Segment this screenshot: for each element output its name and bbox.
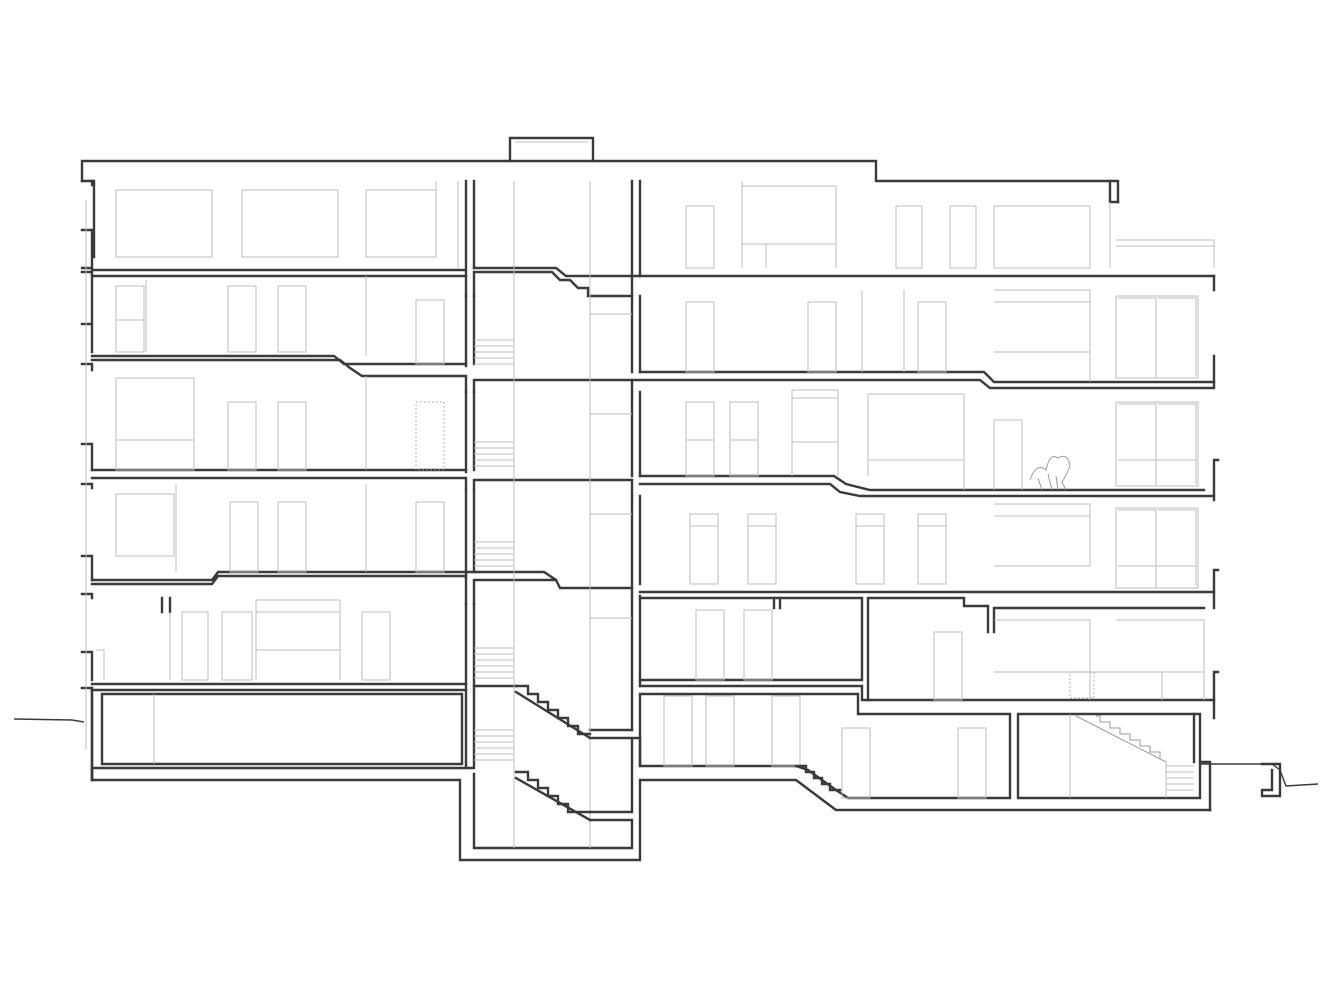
ground-line <box>13 718 1319 787</box>
stair-core <box>90 179 1212 862</box>
roof <box>80 136 1120 204</box>
floor-slabs <box>90 266 1216 702</box>
elevation-details <box>85 181 1215 799</box>
